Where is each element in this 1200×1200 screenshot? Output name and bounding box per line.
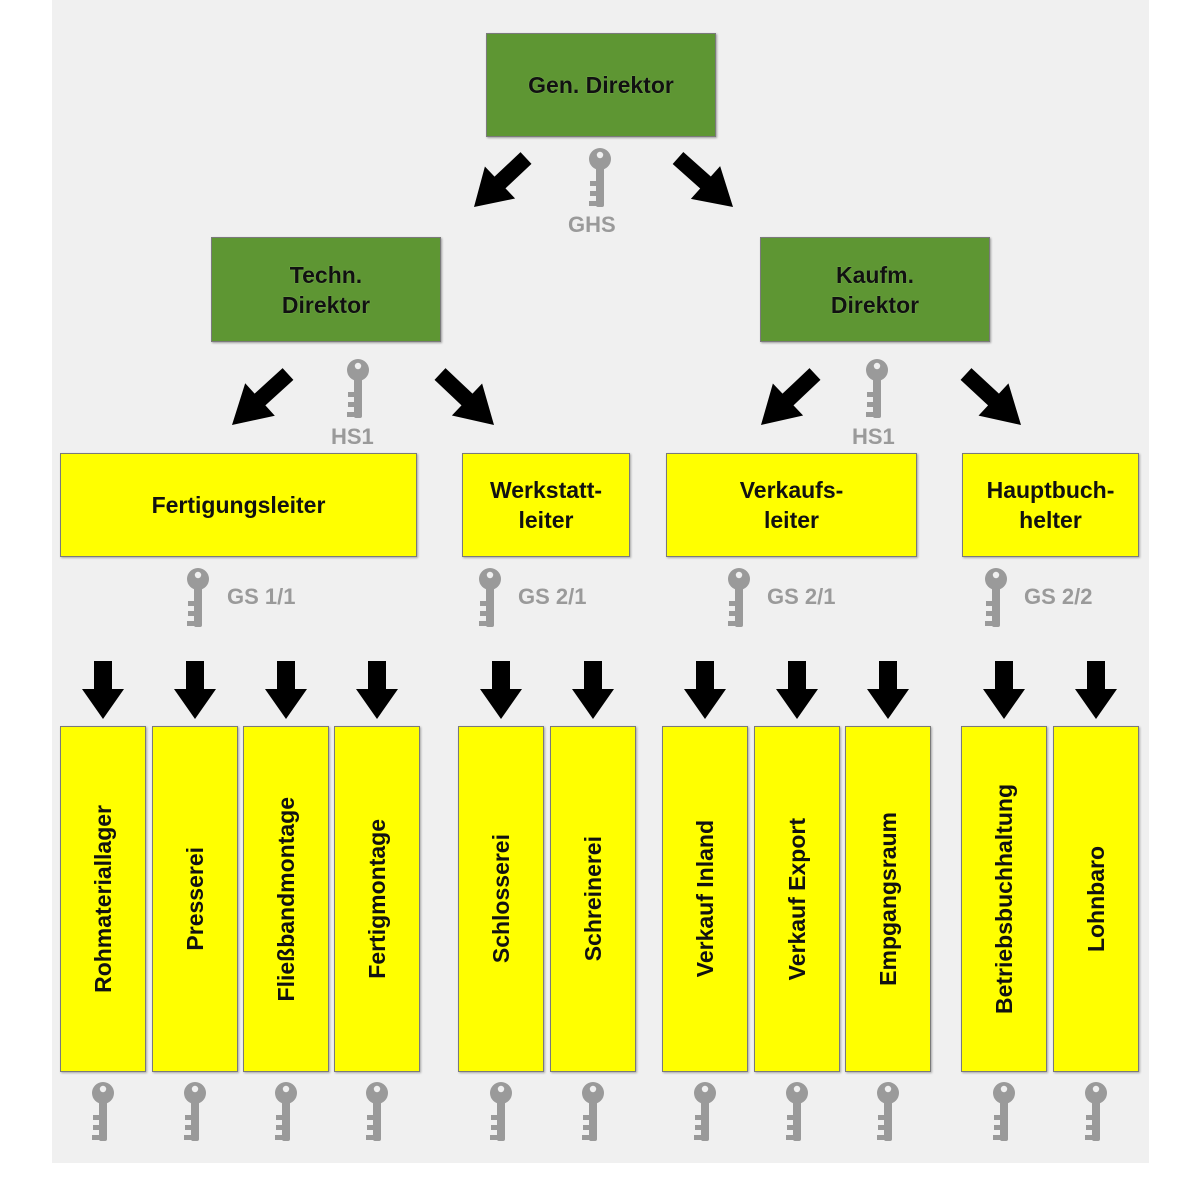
dept-label: Lohnbaro xyxy=(1082,845,1109,953)
key-icon xyxy=(985,568,1007,627)
arrow-down-icon xyxy=(776,661,818,719)
dept-empgangsraum: Empgangsraum xyxy=(845,726,931,1072)
box-fertigungsleiter: Fertigungsleiter xyxy=(60,453,417,557)
arrow-down-icon xyxy=(1075,661,1117,719)
box-kaufm-direktor: Kaufm. Direktor xyxy=(760,237,990,342)
box-techn-direktor-label: Techn. Direktor xyxy=(281,261,371,318)
box-hauptbuchhalter-label: Hauptbuch- helter xyxy=(986,477,1115,533)
key-icon xyxy=(877,1082,899,1141)
key-icon xyxy=(786,1082,808,1141)
key-icon xyxy=(366,1082,388,1141)
dept-label: Schreinerei xyxy=(579,836,606,962)
box-werkstattleiter-label: Werkstatt- leiter xyxy=(489,477,603,533)
arrow-down-icon xyxy=(983,661,1025,719)
key-label-hs1-left: HS1 xyxy=(331,424,374,449)
key-icon xyxy=(993,1082,1015,1141)
arrow-down-icon xyxy=(265,661,307,719)
box-verkaufsleiter-label: Verkaufs- leiter xyxy=(739,477,844,533)
key-label-ghs: GHS xyxy=(568,212,616,237)
box-verkaufsleiter: Verkaufs- leiter xyxy=(666,453,917,557)
arrow-down-icon xyxy=(82,661,124,719)
key-icon xyxy=(589,148,611,207)
dept-label: Rohmateriallager xyxy=(89,805,116,993)
dept-label: Presserei xyxy=(181,847,208,951)
key-icon xyxy=(92,1082,114,1141)
box-techn-direktor: Techn. Direktor xyxy=(211,237,441,342)
arrow-down-icon xyxy=(356,661,398,719)
dept-fertigmontage: Fertigmontage xyxy=(334,726,420,1072)
arrow-down-icon xyxy=(684,661,726,719)
key-icon xyxy=(187,568,209,627)
dept-label: Schlosserei xyxy=(487,834,514,964)
key-icon xyxy=(490,1082,512,1141)
dept-label: Fertigmontage xyxy=(363,819,390,979)
key-label-hs1-right: HS1 xyxy=(852,424,895,449)
arrow-down-icon xyxy=(572,661,614,719)
dept-rohmateriallager: Rohmateriallager xyxy=(60,726,146,1072)
box-fertigungsleiter-label: Fertigungsleiter xyxy=(151,492,326,518)
key-label-gs-werkstatt: GS 2/1 xyxy=(518,584,587,609)
dept-label: Fließbandmontage xyxy=(272,796,299,1002)
box-gen-direktor: Gen. Direktor xyxy=(486,33,716,137)
arrow-down-icon xyxy=(480,661,522,719)
dept-fliessbandmontage: Fließbandmontage xyxy=(243,726,329,1072)
key-icon xyxy=(275,1082,297,1141)
dept-label: Verkauf Inland xyxy=(691,820,718,978)
dept-label: Betriebsbuchhaltung xyxy=(990,783,1017,1014)
key-icon xyxy=(582,1082,604,1141)
key-icon xyxy=(184,1082,206,1141)
box-gen-direktor-label: Gen. Direktor xyxy=(528,72,674,98)
box-werkstattleiter: Werkstatt- leiter xyxy=(462,453,630,557)
key-label-gs-verkauf: GS 2/1 xyxy=(767,584,836,609)
dept-verkauf-export: Verkauf Export xyxy=(754,726,840,1072)
dept-label: Verkauf Export xyxy=(783,817,810,981)
key-icon xyxy=(479,568,501,627)
arrow-down-icon xyxy=(174,661,216,719)
key-icon xyxy=(728,568,750,627)
dept-presserei: Presserei xyxy=(152,726,238,1072)
dept-label: Empgangsraum xyxy=(874,812,901,986)
key-label-gs-fertigung: GS 1/1 xyxy=(227,584,296,609)
dept-betriebsbuchhaltung: Betriebsbuchhaltung xyxy=(961,726,1047,1072)
key-icon xyxy=(347,359,369,418)
key-icon xyxy=(694,1082,716,1141)
box-hauptbuchhalter: Hauptbuch- helter xyxy=(962,453,1139,557)
dept-schlosserei: Schlosserei xyxy=(458,726,544,1072)
dept-lohnbaro: Lohnbaro xyxy=(1053,726,1139,1072)
dept-verkauf-inland: Verkauf Inland xyxy=(662,726,748,1072)
key-icon xyxy=(1085,1082,1107,1141)
key-label-gs-hauptbuch: GS 2/2 xyxy=(1024,584,1093,609)
dept-schreinerei: Schreinerei xyxy=(550,726,636,1072)
key-icon xyxy=(866,359,888,418)
arrow-down-icon xyxy=(867,661,909,719)
box-kaufm-direktor-label: Kaufm. Direktor xyxy=(830,261,920,318)
